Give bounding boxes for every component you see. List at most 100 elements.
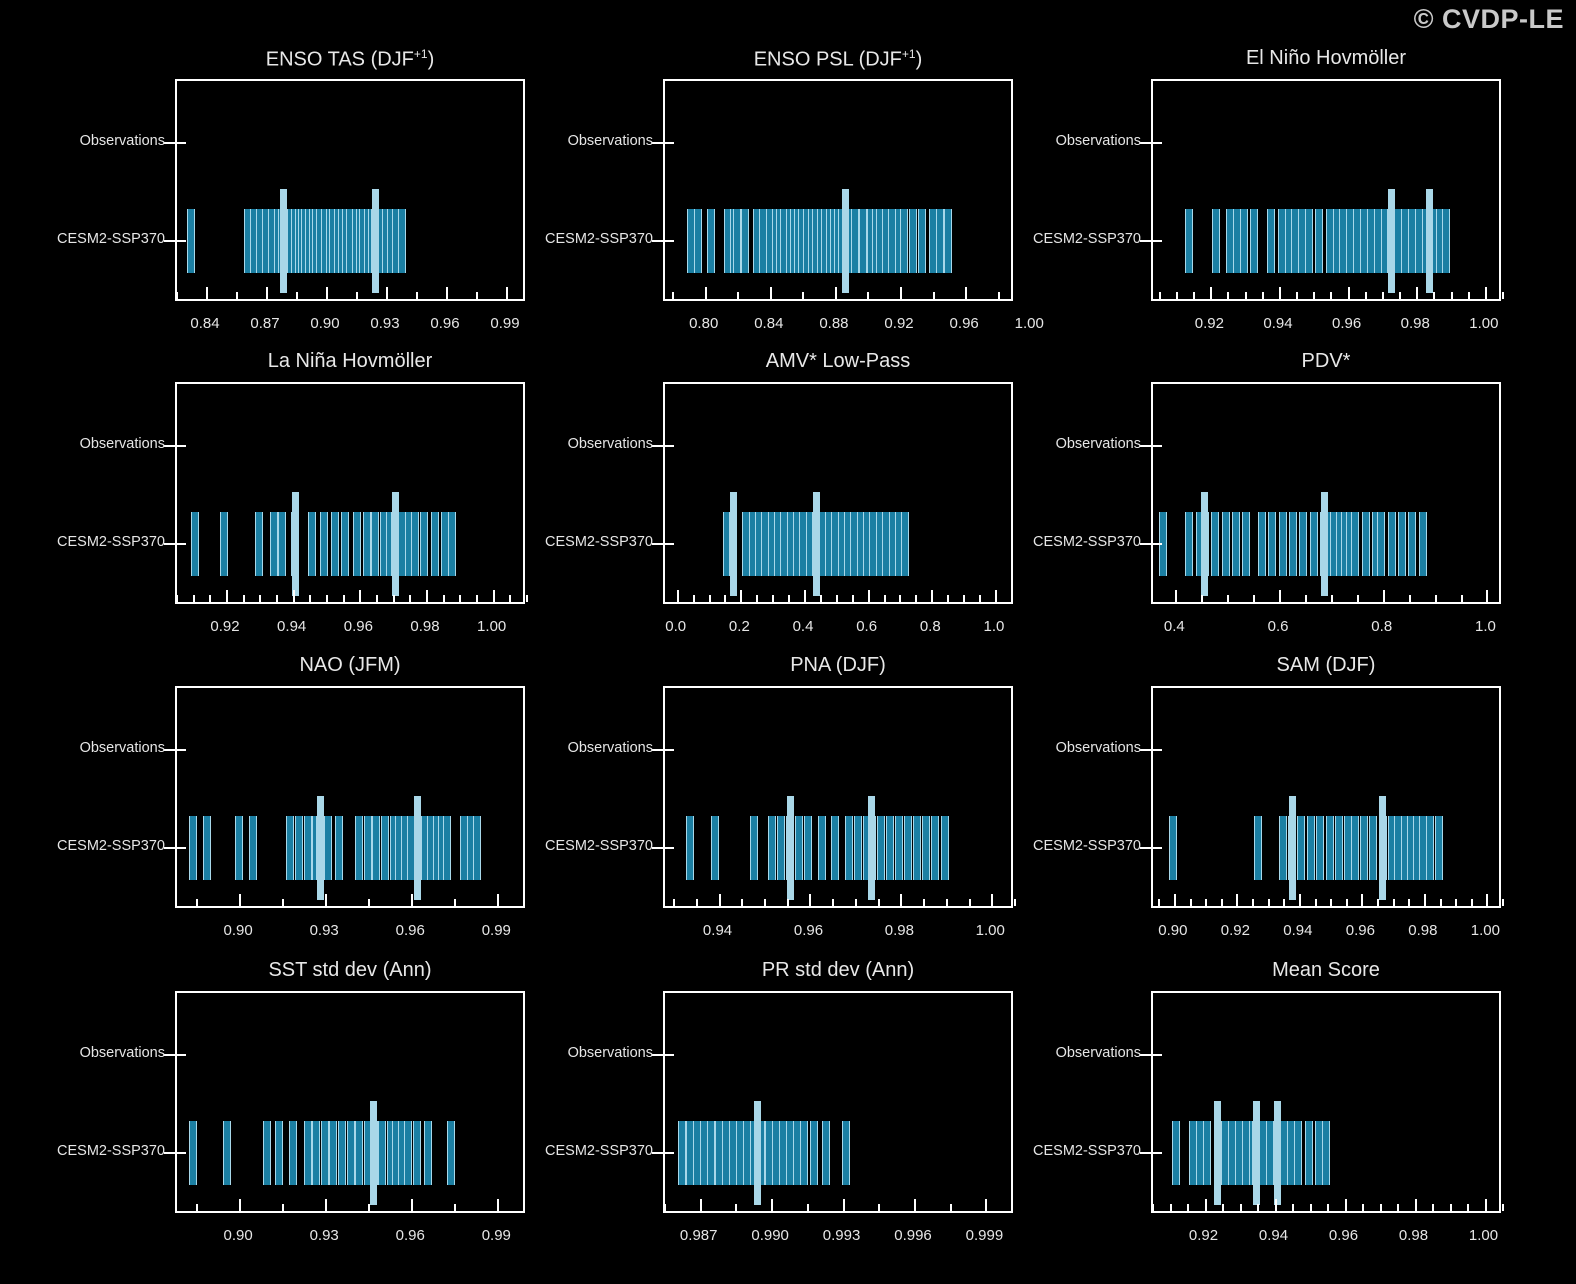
x-tick-minor bbox=[806, 1204, 809, 1211]
plot-frame bbox=[164, 79, 525, 301]
member-bar bbox=[398, 208, 406, 273]
member-bar bbox=[424, 1120, 433, 1185]
x-tick-minor bbox=[282, 899, 285, 906]
y-label-model: CESM2-SSP370 bbox=[57, 1142, 165, 1159]
y-tick-inner bbox=[665, 749, 674, 752]
x-tick-minor bbox=[1345, 899, 1348, 906]
x-tick-major bbox=[206, 287, 208, 299]
member-bar bbox=[1315, 208, 1324, 273]
x-tick-minor bbox=[509, 595, 512, 602]
x-tick-minor bbox=[708, 595, 711, 602]
y-tick-inner bbox=[1153, 445, 1162, 448]
member-bar bbox=[740, 208, 749, 273]
x-tick-minor bbox=[1392, 899, 1395, 906]
x-tick-minor bbox=[1460, 595, 1463, 602]
y-label-observations: Observations bbox=[1055, 133, 1141, 150]
member-bar bbox=[1253, 815, 1262, 880]
x-tick-label: 0.92 bbox=[884, 315, 914, 332]
member-bar bbox=[431, 511, 440, 576]
plot-frame bbox=[164, 382, 528, 604]
x-tick-major bbox=[965, 287, 968, 299]
member-bar bbox=[1359, 815, 1368, 880]
x-tick-minor bbox=[947, 595, 950, 602]
member-bar bbox=[767, 815, 776, 880]
member-bar bbox=[403, 1120, 412, 1185]
x-tick-major bbox=[900, 287, 903, 299]
panel-title: SAM (DJF) bbox=[1276, 654, 1376, 676]
x-tick-label: 0.96 bbox=[1328, 1227, 1359, 1244]
x-tick-major bbox=[1344, 1199, 1347, 1211]
member-bar bbox=[1231, 511, 1240, 576]
member-bar bbox=[335, 815, 344, 880]
x-tick-major bbox=[1278, 287, 1281, 299]
x-tick-label: 1.0 bbox=[1475, 618, 1496, 635]
member-bar bbox=[1289, 511, 1297, 576]
x-tick-major bbox=[446, 287, 448, 299]
x-tick-label: 0.96 bbox=[395, 1227, 425, 1244]
x-tick-minor bbox=[963, 595, 966, 602]
x-tick-major bbox=[1486, 894, 1489, 906]
x-tick-minor bbox=[416, 292, 418, 299]
member-bar bbox=[900, 208, 909, 273]
x-tick-label: 0.98 bbox=[410, 618, 440, 635]
member-bar bbox=[677, 1120, 686, 1185]
member-bar bbox=[353, 511, 361, 576]
x-tick-major bbox=[809, 894, 812, 906]
x-tick-label: 0.8 bbox=[919, 618, 941, 635]
member-bar bbox=[294, 815, 303, 880]
plot-frame bbox=[652, 991, 1013, 1213]
panel-title: El Niño Hovmöller bbox=[1245, 47, 1407, 69]
x-tick-minor bbox=[236, 292, 238, 299]
y-tick-inner bbox=[1153, 749, 1162, 752]
member-bar bbox=[286, 815, 295, 880]
member-bar bbox=[269, 511, 278, 576]
member-bar bbox=[1316, 815, 1325, 880]
x-tick-minor bbox=[1408, 899, 1411, 906]
y-tick-inner bbox=[177, 142, 186, 145]
member-bar bbox=[234, 815, 243, 880]
x-tick-major bbox=[1173, 894, 1176, 906]
x-tick-major bbox=[1279, 590, 1282, 602]
x-tick-minor bbox=[1189, 899, 1192, 906]
member-bar bbox=[1361, 511, 1370, 576]
x-tick-label: 1.00 bbox=[1469, 315, 1499, 332]
y-tick-observations bbox=[652, 445, 665, 448]
x-tick-minor bbox=[979, 595, 981, 602]
y-label-observations: Observations bbox=[79, 436, 165, 453]
y-tick-inner bbox=[177, 749, 186, 752]
plot-frame bbox=[1140, 991, 1504, 1213]
x-tick-major bbox=[492, 590, 495, 602]
member-bar bbox=[1418, 511, 1427, 576]
member-bar bbox=[254, 511, 263, 576]
mean-bar bbox=[316, 795, 324, 900]
member-bar bbox=[694, 208, 703, 273]
x-tick-minor bbox=[1408, 595, 1411, 602]
member-bar bbox=[776, 815, 785, 880]
member-bar bbox=[411, 511, 420, 576]
x-tick-minor bbox=[1455, 899, 1458, 906]
member-bar bbox=[940, 815, 949, 880]
x-tick-minor bbox=[673, 899, 676, 906]
member-bar bbox=[1297, 815, 1306, 880]
x-tick-minor bbox=[342, 595, 345, 602]
member-bar bbox=[1299, 511, 1308, 576]
mean-bar bbox=[1252, 1100, 1260, 1205]
y-label-observations: Observations bbox=[79, 1045, 165, 1062]
member-bar bbox=[446, 1120, 455, 1185]
x-tick-minor bbox=[1309, 1204, 1312, 1211]
x-tick-minor bbox=[1330, 595, 1333, 602]
y-label-model: CESM2-SSP370 bbox=[545, 837, 653, 854]
x-tick-label: 0.94 bbox=[1263, 315, 1293, 332]
x-tick-major bbox=[292, 590, 295, 602]
x-tick-major bbox=[931, 590, 934, 602]
plot-frame bbox=[164, 991, 525, 1213]
x-tick-minor bbox=[1193, 292, 1196, 299]
mean-bar bbox=[1288, 795, 1296, 900]
member-bar bbox=[337, 1120, 346, 1185]
x-tick-major bbox=[1175, 590, 1178, 602]
x-tick-label: 0.996 bbox=[894, 1227, 932, 1244]
x-tick-major bbox=[985, 1199, 988, 1211]
x-tick-minor bbox=[1502, 899, 1504, 906]
x-tick-label: 1.00 bbox=[477, 618, 507, 635]
